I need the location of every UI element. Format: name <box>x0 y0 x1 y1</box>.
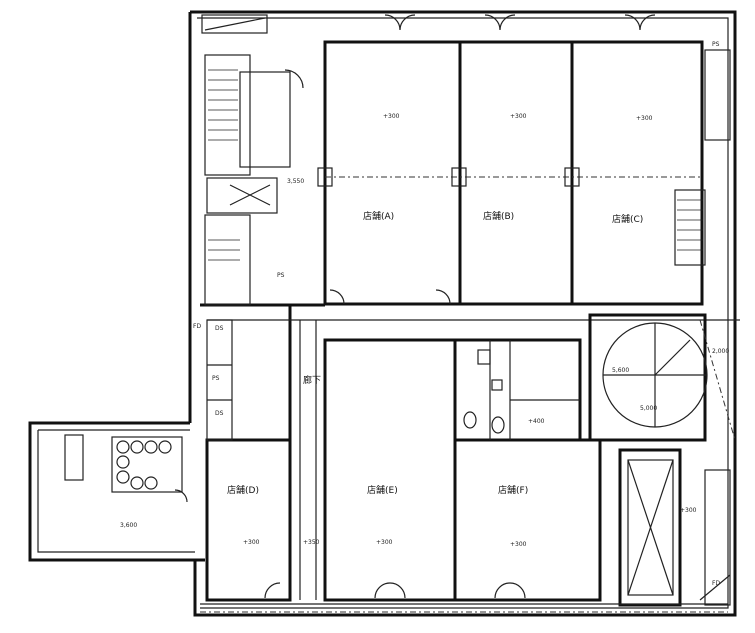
ds-label: DS <box>215 325 224 332</box>
exterior-walls <box>28 10 737 617</box>
shop-f-label: 店舗(F) <box>498 484 528 496</box>
doors <box>174 14 656 599</box>
shop-walls-bottom <box>200 303 740 602</box>
shop-b-label: 店舗(B) <box>483 210 514 222</box>
fd-label: FD <box>193 323 201 330</box>
level-c: +300 <box>636 115 653 122</box>
shop-e-label: 店舗(E) <box>367 484 398 496</box>
dimension-3: 5,600 <box>612 367 629 374</box>
ps-label: PS <box>212 375 220 382</box>
tank-room <box>588 313 736 442</box>
planter <box>64 434 183 493</box>
shop-d-label: 店舗(D) <box>227 484 259 496</box>
level-room: +400 <box>528 418 545 425</box>
dimension-1: 3,550 <box>287 178 304 185</box>
toilet-area <box>453 338 582 442</box>
pit <box>618 448 731 607</box>
level-e: +300 <box>376 539 393 546</box>
bottom-strip <box>200 603 728 613</box>
stairs-left <box>201 14 291 306</box>
column <box>451 167 467 187</box>
column <box>564 167 580 187</box>
level-f: +300 <box>510 541 527 548</box>
ps-label: PS <box>277 272 285 279</box>
ds-label: DS <box>215 410 224 417</box>
fd-label: FD <box>712 580 720 587</box>
dimension-6: +300 <box>680 507 697 514</box>
level-b: +300 <box>510 113 527 120</box>
corridor-label: 廊下 <box>303 374 321 386</box>
shop-a-label: 店舗(A) <box>363 210 394 222</box>
level-d: +300 <box>243 539 260 546</box>
level-corridor: +350 <box>303 539 320 546</box>
dimension-5: 2,000 <box>712 348 729 355</box>
column <box>317 167 333 187</box>
ps-label: PS <box>712 41 720 48</box>
shop-walls-top <box>317 40 704 306</box>
level-a: +300 <box>383 113 400 120</box>
dimension-4: 3,600 <box>120 522 137 529</box>
dimension-2: 5,000 <box>640 405 657 412</box>
shop-c-label: 店舗(C) <box>612 213 643 225</box>
stairs-right <box>674 49 731 266</box>
